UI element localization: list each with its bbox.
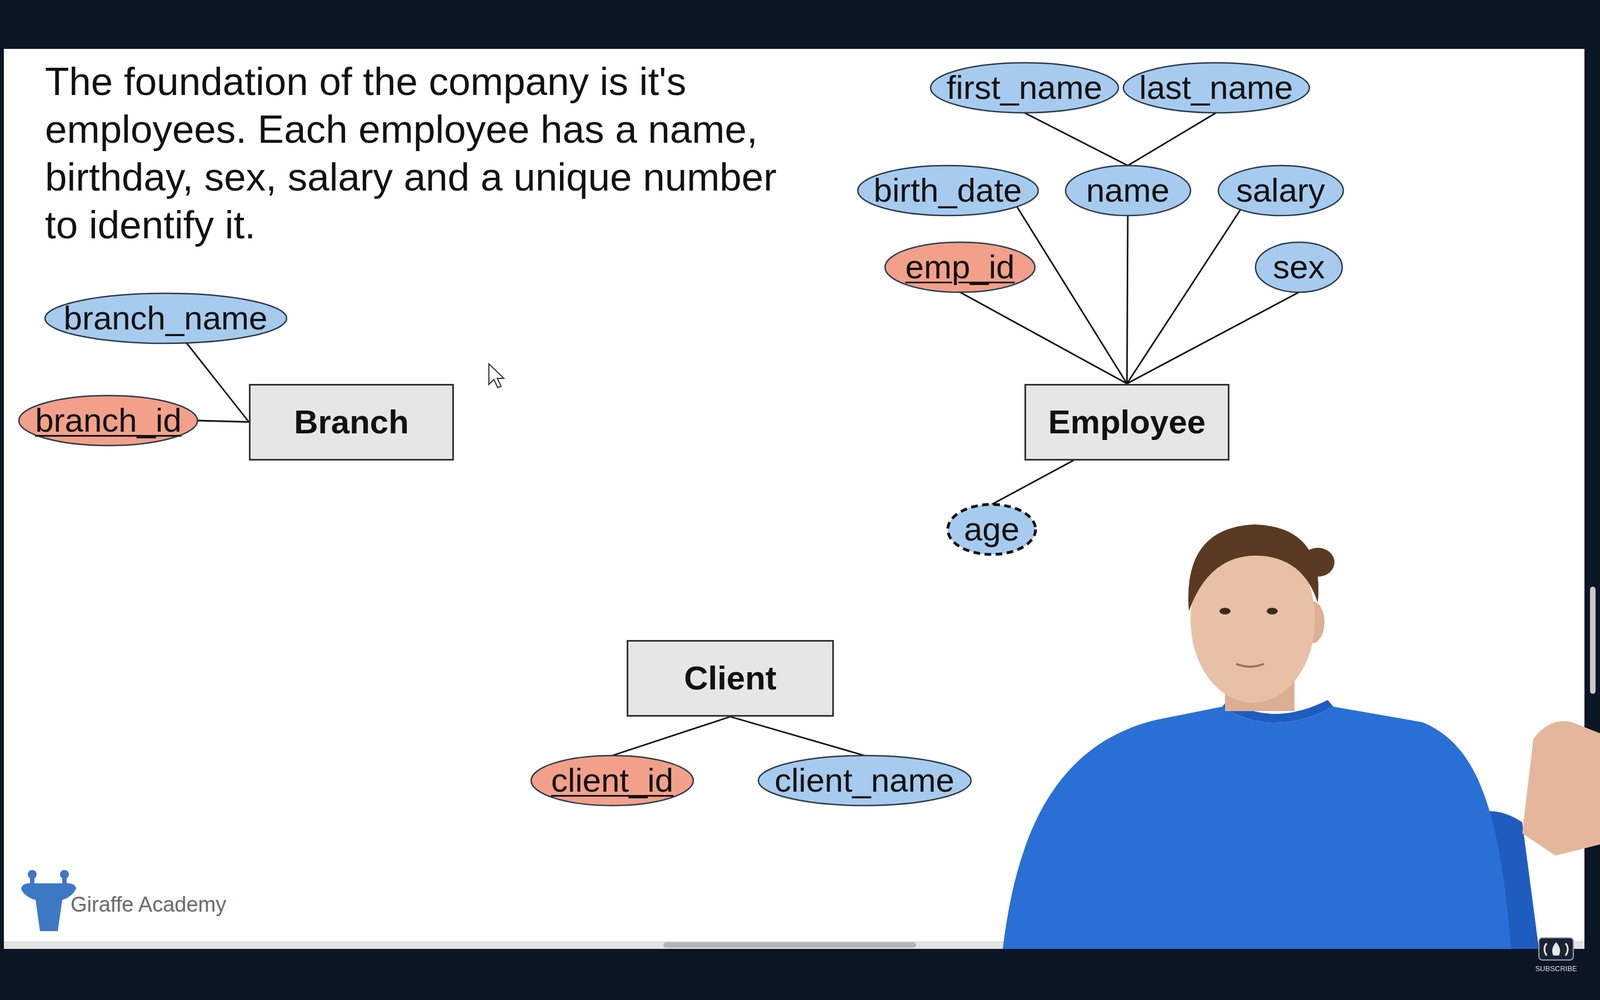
attribute-link xyxy=(960,292,1128,384)
key-attribute-ellipse: branch_id xyxy=(17,393,200,448)
label-box: Giraffe Academy xyxy=(70,892,293,918)
scroll-thumb xyxy=(1590,586,1596,694)
brand-name: Giraffe Academy xyxy=(70,892,293,918)
ellipse-shape xyxy=(531,755,694,806)
label-box: SUBSCRIBE xyxy=(1531,964,1582,974)
derived-attribute-name: age xyxy=(963,511,1020,548)
giraffe-logo xyxy=(21,870,77,932)
attribute-link xyxy=(186,342,249,422)
ellipse-shape xyxy=(930,62,1119,113)
subscribe-text: SUBSCRIBE xyxy=(1531,964,1582,974)
attribute-ellipse: client_name xyxy=(756,753,973,808)
presenter-figure xyxy=(1002,524,1600,949)
attribute-link xyxy=(1024,112,1128,166)
attribute-ellipse: name xyxy=(1063,163,1193,218)
slide-heading: The foundation of the company is it's em… xyxy=(45,57,795,249)
attribute-name: first_name xyxy=(946,69,1103,107)
ellipse-shape xyxy=(947,504,1036,555)
attribute-name: sex xyxy=(1272,248,1325,286)
attribute-link xyxy=(730,716,865,756)
attribute-link xyxy=(1127,215,1129,384)
ellipse-shape xyxy=(1123,62,1310,113)
attribute-ellipse: birth_date xyxy=(856,163,1040,218)
attribute-link xyxy=(991,460,1074,505)
attribute-ellipse: last_name xyxy=(1121,61,1312,115)
ellipse-shape xyxy=(1218,165,1344,216)
attribute-link xyxy=(197,420,249,423)
mouse-cursor xyxy=(488,363,504,388)
ellipse-shape xyxy=(18,395,198,446)
attribute-name: last_name xyxy=(1139,69,1294,107)
attribute-name: client_name xyxy=(774,762,955,799)
attribute-link xyxy=(1016,206,1127,384)
key-attribute-name: branch_id xyxy=(35,402,182,439)
ellipse-shape xyxy=(758,755,972,806)
entity-box: Employee xyxy=(1024,383,1230,461)
ellipse-shape xyxy=(1255,242,1343,293)
ellipse-shape xyxy=(857,165,1039,216)
key-attribute-ellipse: emp_id xyxy=(883,240,1037,294)
entity-name: Branch xyxy=(293,403,409,441)
attribute-name: salary xyxy=(1236,172,1325,209)
attribute-name: branch_name xyxy=(63,300,268,337)
key-attribute-name: emp_id xyxy=(905,248,1015,286)
key-attribute-name: client_id xyxy=(551,762,674,799)
attribute-ellipse: salary xyxy=(1216,163,1345,218)
attribute-name: name xyxy=(1086,172,1170,209)
attribute-ellipse: sex xyxy=(1253,240,1344,294)
ellipse-shape xyxy=(1065,165,1191,216)
entity-name: Client xyxy=(683,660,777,697)
attribute-link xyxy=(612,716,731,756)
derived-attribute-ellipse: age xyxy=(946,502,1038,557)
key-attribute-ellipse: client_id xyxy=(529,753,695,808)
attribute-ellipse: branch_name xyxy=(43,291,289,345)
heading-box: The foundation of the company is it's em… xyxy=(45,57,795,249)
ellipse-shape xyxy=(45,293,287,344)
entity-box: Client xyxy=(626,640,834,717)
attribute-name: birth_date xyxy=(873,172,1023,209)
scroll-thumb xyxy=(663,942,917,948)
attribute-ellipse: first_name xyxy=(928,61,1120,115)
entity-name: Employee xyxy=(1048,403,1206,441)
ellipse-shape xyxy=(885,242,1035,293)
entity-box: Branch xyxy=(248,383,454,461)
slide-area xyxy=(3,48,1585,949)
attribute-link xyxy=(1127,112,1217,166)
attribute-link xyxy=(1127,292,1300,384)
channel-logo xyxy=(1538,937,1574,960)
attribute-link xyxy=(1127,209,1241,384)
